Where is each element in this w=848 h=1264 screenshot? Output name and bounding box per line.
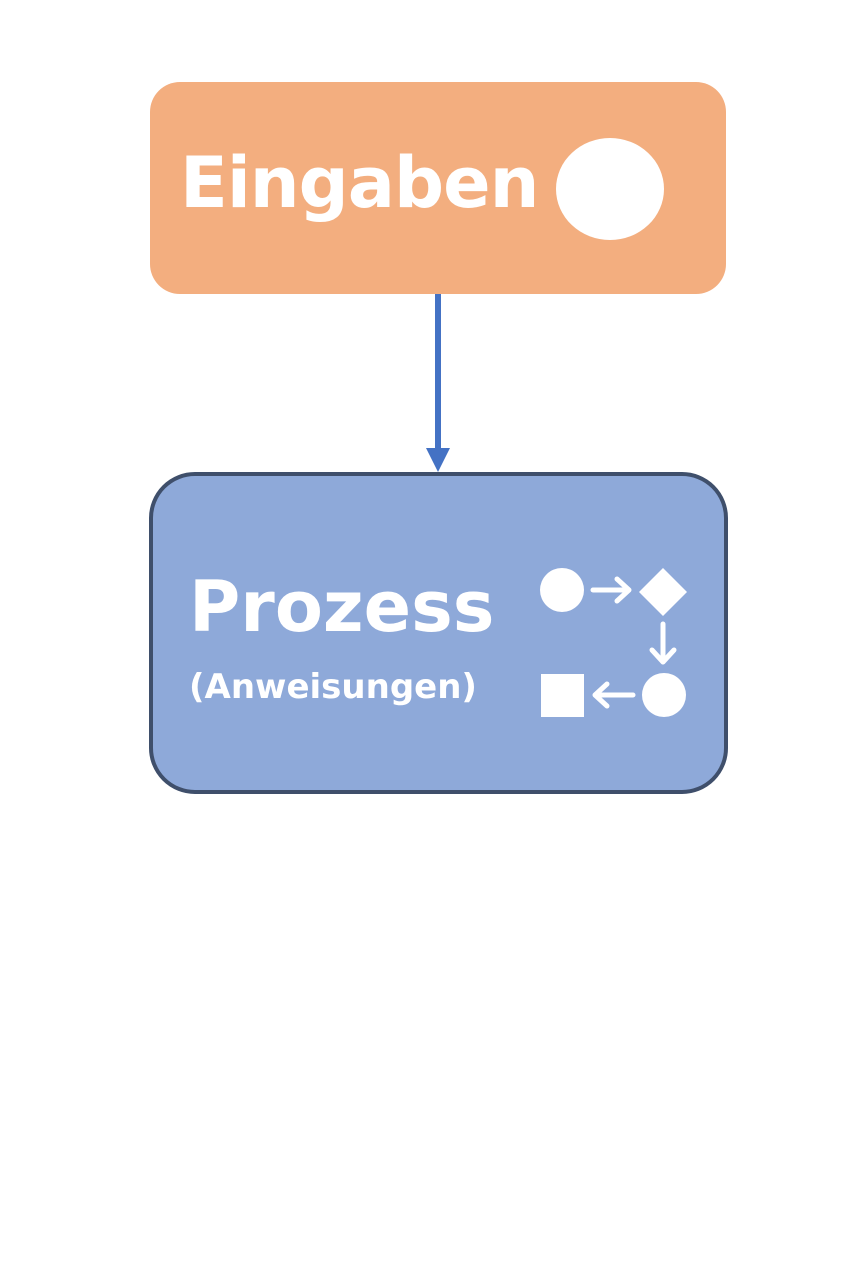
arrow-head xyxy=(426,448,450,472)
flow-circle-shape-2 xyxy=(642,673,686,717)
input-node-label: Eingaben xyxy=(180,142,539,224)
input-node: Eingaben xyxy=(150,82,726,294)
circle-icon xyxy=(556,138,664,240)
flow-cycle-icon xyxy=(540,568,687,717)
process-node: Prozess (Anweisungen) xyxy=(149,472,728,794)
flow-arrowhead-right xyxy=(614,576,632,604)
flow-arrowhead-down xyxy=(649,647,677,665)
process-node-subtitle: (Anweisungen) xyxy=(189,667,477,707)
flow-circle-shape xyxy=(540,568,584,612)
flow-diamond-shape xyxy=(639,568,687,616)
flow-arrowhead-left xyxy=(592,681,610,709)
flow-square-shape xyxy=(541,674,584,717)
process-node-title: Prozess xyxy=(189,566,495,648)
